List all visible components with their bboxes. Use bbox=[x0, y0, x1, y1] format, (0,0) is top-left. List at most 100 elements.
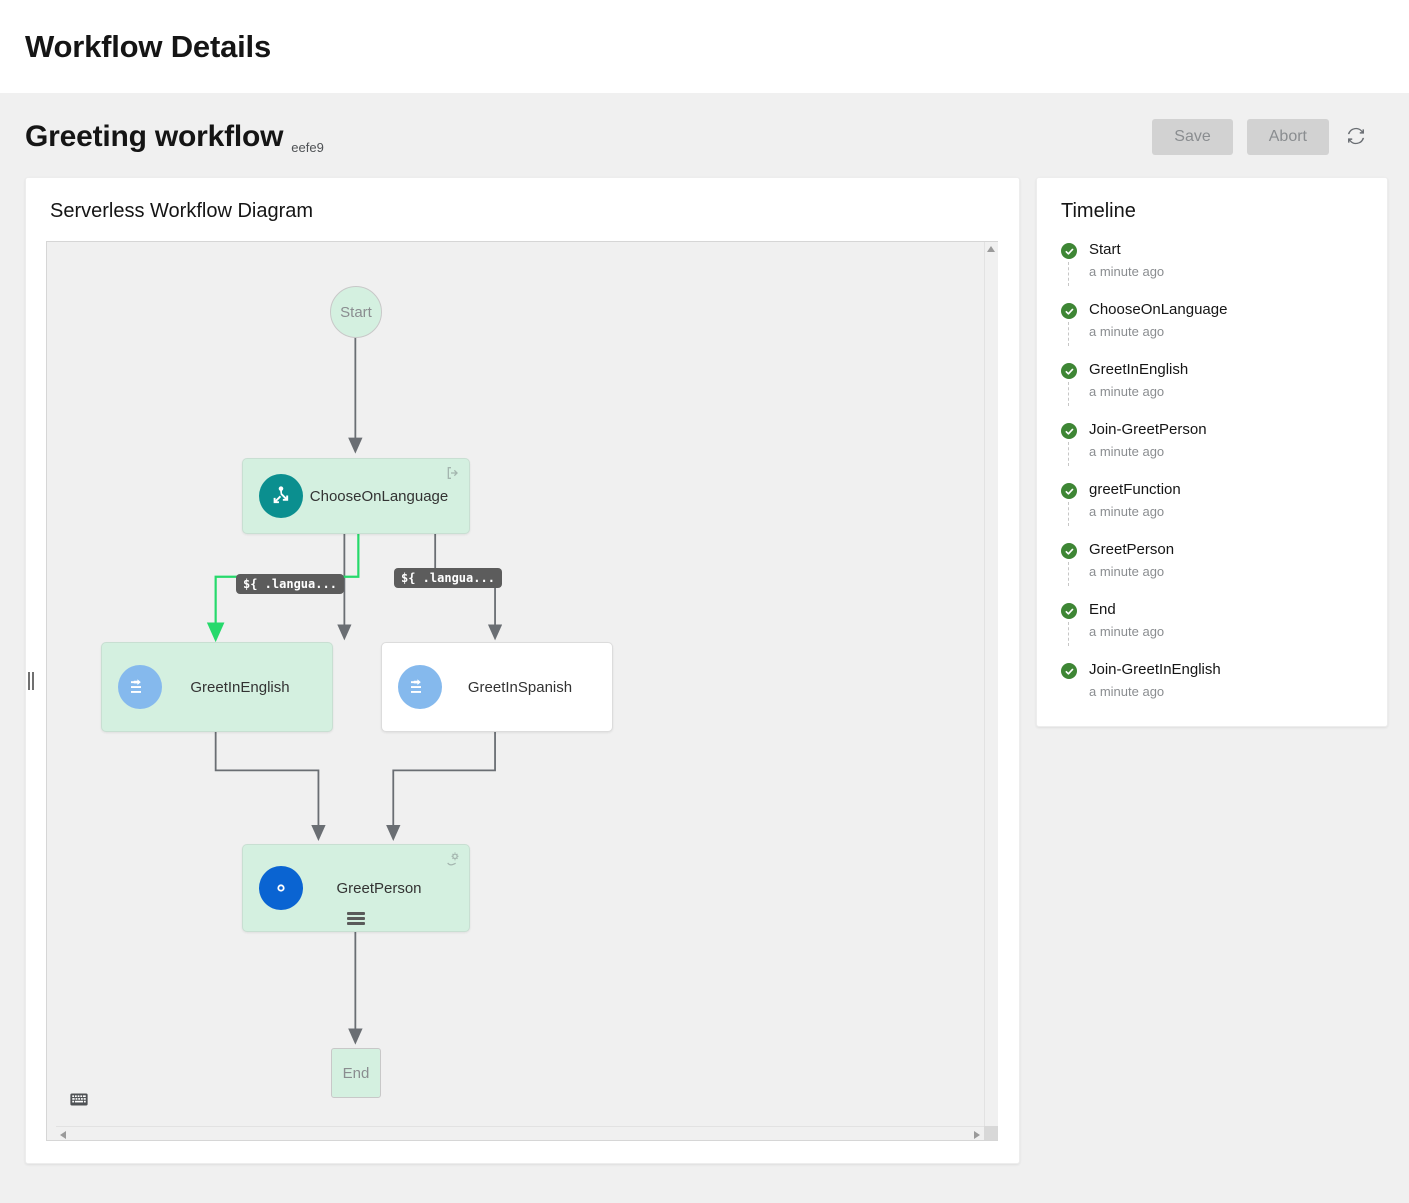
timeline-connector bbox=[1068, 562, 1069, 586]
timeline-item[interactable]: Start a minute ago bbox=[1061, 239, 1363, 299]
timeline-item[interactable]: Join-GreetInEnglish a minute ago bbox=[1061, 659, 1363, 702]
timeline-connector bbox=[1068, 502, 1069, 526]
timeline-connector bbox=[1068, 442, 1069, 466]
timeline-item-time: a minute ago bbox=[1089, 624, 1165, 639]
timeline-item-label: Join-GreetInEnglish bbox=[1089, 661, 1221, 678]
workflow-id: eefe9 bbox=[291, 140, 324, 155]
scroll-right-icon[interactable] bbox=[974, 1131, 980, 1139]
success-check-icon bbox=[1061, 543, 1077, 559]
inject-icon bbox=[398, 665, 442, 709]
node-expand-handle[interactable] bbox=[347, 912, 365, 927]
timeline-item-label: greetFunction bbox=[1089, 481, 1181, 498]
node-greetperson-label: GreetPerson bbox=[336, 879, 422, 897]
success-check-icon bbox=[1061, 303, 1077, 319]
timeline-item[interactable]: greetFunction a minute ago bbox=[1061, 479, 1363, 539]
timeline-marker bbox=[1061, 659, 1077, 702]
refresh-icon bbox=[1345, 125, 1367, 150]
node-greetinspanish-label: GreetInSpanish bbox=[467, 678, 573, 696]
success-check-icon bbox=[1061, 483, 1077, 499]
scroll-up-icon[interactable] bbox=[987, 246, 995, 252]
timeline-body: greetFunction a minute ago bbox=[1089, 479, 1181, 522]
exit-icon bbox=[445, 465, 461, 486]
timeline-item-label: End bbox=[1089, 601, 1116, 618]
canvas-horizontal-scrollbar[interactable] bbox=[56, 1126, 984, 1140]
diagram-card: Serverless Workflow Diagram bbox=[25, 177, 1020, 1164]
timeline-item-time: a minute ago bbox=[1089, 444, 1165, 459]
timeline-body: End a minute ago bbox=[1089, 599, 1164, 642]
node-start-label: Start bbox=[340, 303, 372, 321]
edge-label-english[interactable]: ${ .langua... bbox=[236, 574, 344, 594]
timeline-item-time: a minute ago bbox=[1089, 384, 1165, 399]
diagram-card-title: Serverless Workflow Diagram bbox=[50, 200, 314, 222]
node-end[interactable]: End bbox=[331, 1048, 381, 1098]
success-check-icon bbox=[1061, 663, 1077, 679]
save-button[interactable]: Save bbox=[1152, 119, 1233, 155]
gear-icon bbox=[259, 866, 303, 910]
timeline-item-time: a minute ago bbox=[1089, 264, 1165, 279]
timeline-body: ChooseOnLanguage a minute ago bbox=[1089, 299, 1227, 342]
timeline-connector bbox=[1068, 382, 1069, 406]
service-gear-icon bbox=[445, 851, 461, 872]
timeline-item-time: a minute ago bbox=[1089, 504, 1165, 519]
timeline-item-time: a minute ago bbox=[1089, 324, 1165, 339]
timeline-body: GreetPerson a minute ago bbox=[1089, 539, 1174, 582]
top-bar: Workflow Details bbox=[0, 0, 1409, 93]
panel-collapse-handle[interactable] bbox=[28, 672, 36, 690]
timeline-body: Join-GreetInEnglish a minute ago bbox=[1089, 659, 1221, 702]
timeline-item-label: ChooseOnLanguage bbox=[1089, 301, 1228, 318]
page-body: Greeting workflow eefe9 Save Abort Server… bbox=[0, 93, 1409, 1203]
timeline-marker bbox=[1061, 299, 1077, 346]
page-title: Workflow Details bbox=[25, 28, 271, 64]
timeline-title: Timeline bbox=[1061, 200, 1136, 222]
workflow-name: Greeting workflow bbox=[25, 120, 284, 153]
timeline-item-time: a minute ago bbox=[1089, 564, 1165, 579]
timeline-marker bbox=[1061, 599, 1077, 646]
node-chooseonlanguage-label: ChooseOnLanguage bbox=[309, 487, 449, 505]
canvas-vertical-scrollbar[interactable] bbox=[984, 242, 998, 1126]
timeline-marker bbox=[1061, 419, 1077, 466]
node-start[interactable]: Start bbox=[330, 286, 382, 338]
cards-row: Serverless Workflow Diagram bbox=[0, 177, 1409, 1164]
timeline-item[interactable]: Join-GreetPerson a minute ago bbox=[1061, 419, 1363, 479]
node-greetinspanish[interactable]: GreetInSpanish bbox=[381, 642, 613, 732]
timeline-marker bbox=[1061, 539, 1077, 586]
timeline-connector bbox=[1068, 622, 1069, 646]
refresh-button[interactable] bbox=[1343, 123, 1369, 152]
success-check-icon bbox=[1061, 363, 1077, 379]
node-chooseonlanguage[interactable]: ChooseOnLanguage bbox=[242, 458, 470, 534]
diagram-canvas-wrapper[interactable]: Start ChooseOnLanguage bbox=[28, 241, 998, 1141]
timeline-item[interactable]: End a minute ago bbox=[1061, 599, 1363, 659]
timeline-item-label: Start bbox=[1089, 241, 1121, 258]
timeline-item[interactable]: GreetPerson a minute ago bbox=[1061, 539, 1363, 599]
fork-icon bbox=[259, 474, 303, 518]
timeline-item-label: GreetPerson bbox=[1089, 541, 1175, 558]
workflow-header: Greeting workflow eefe9 Save Abort bbox=[0, 93, 1409, 177]
timeline-connector bbox=[1068, 322, 1069, 346]
workflow-title-group: Greeting workflow eefe9 bbox=[25, 120, 324, 155]
timeline-marker bbox=[1061, 359, 1077, 406]
success-check-icon bbox=[1061, 603, 1077, 619]
node-greetperson[interactable]: GreetPerson bbox=[242, 844, 470, 932]
header-actions: Save Abort bbox=[1152, 119, 1369, 155]
node-greetinenglish[interactable]: GreetInEnglish bbox=[101, 642, 333, 732]
timeline-item[interactable]: ChooseOnLanguage a minute ago bbox=[1061, 299, 1363, 359]
node-end-label: End bbox=[342, 1064, 370, 1082]
timeline-marker bbox=[1061, 239, 1077, 286]
scrollbar-corner bbox=[984, 1126, 998, 1140]
success-check-icon bbox=[1061, 243, 1077, 259]
timeline-marker bbox=[1061, 479, 1077, 526]
scroll-left-icon[interactable] bbox=[60, 1131, 66, 1139]
timeline-item-label: Join-GreetPerson bbox=[1089, 421, 1207, 438]
node-greetinenglish-label: GreetInEnglish bbox=[190, 678, 290, 696]
inject-icon bbox=[118, 665, 162, 709]
abort-button[interactable]: Abort bbox=[1246, 119, 1329, 155]
timeline-item-time: a minute ago bbox=[1089, 684, 1165, 699]
diagram-canvas[interactable]: Start ChooseOnLanguage bbox=[56, 242, 984, 1126]
edge-label-spanish[interactable]: ${ .langua... bbox=[394, 568, 502, 588]
keyboard-shortcuts-icon[interactable] bbox=[70, 1093, 88, 1106]
timeline-connector bbox=[1068, 262, 1069, 286]
